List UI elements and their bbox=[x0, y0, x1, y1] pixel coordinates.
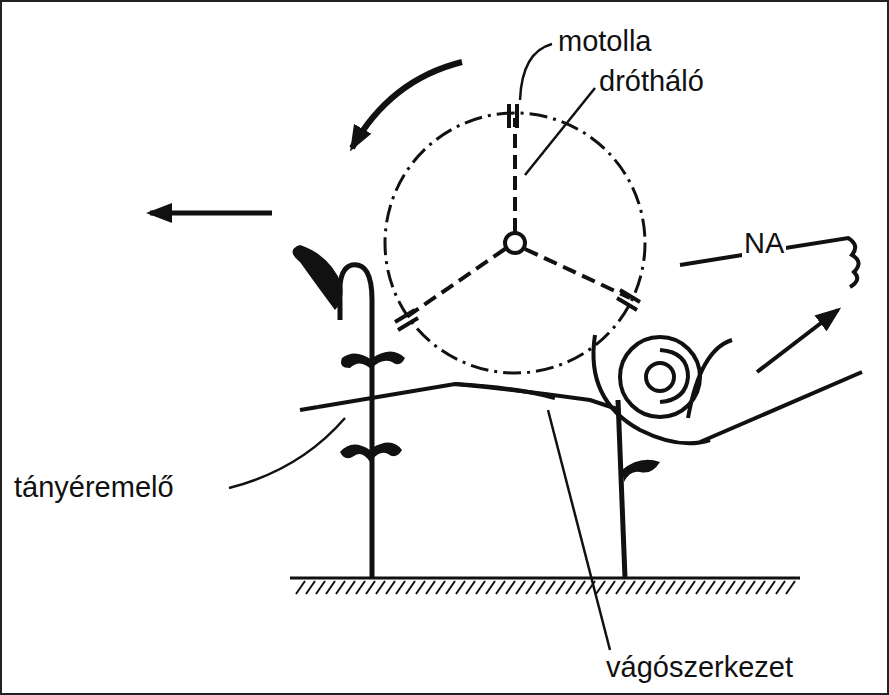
hatch-stroke bbox=[396, 581, 405, 594]
hatch-stroke bbox=[656, 581, 665, 594]
hatch-stroke bbox=[316, 581, 325, 594]
hatch-stroke bbox=[786, 581, 795, 594]
hatch-stroke bbox=[536, 581, 545, 594]
hatch-stroke bbox=[576, 581, 585, 594]
plant-front bbox=[340, 265, 372, 578]
hatch-stroke bbox=[606, 581, 615, 594]
hatch-stroke bbox=[666, 581, 675, 594]
hatch-stroke bbox=[336, 581, 345, 594]
hatch-stroke bbox=[646, 581, 655, 594]
hatch-stroke bbox=[476, 581, 485, 594]
plant-front-leaves bbox=[293, 245, 406, 462]
hatch-stroke bbox=[406, 581, 415, 594]
hatch-stroke bbox=[726, 581, 735, 594]
reel-spokes bbox=[405, 118, 630, 318]
hatch-stroke bbox=[566, 581, 575, 594]
part-label: drótháló bbox=[597, 66, 706, 98]
hatch-stroke bbox=[636, 581, 645, 594]
part-label: tányéremelő bbox=[12, 472, 176, 504]
part-label: motolla bbox=[556, 26, 654, 58]
hatch-stroke bbox=[326, 581, 335, 594]
travel-arrow bbox=[150, 211, 272, 216]
hatch-stroke bbox=[706, 581, 715, 594]
hatch-stroke bbox=[596, 581, 605, 594]
header-pan bbox=[300, 335, 710, 443]
ground-line bbox=[290, 577, 800, 580]
hatch-stroke bbox=[696, 581, 705, 594]
hatch-stroke bbox=[446, 581, 455, 594]
part-label: vágószerkezet bbox=[604, 652, 795, 684]
hatch-stroke bbox=[296, 581, 305, 594]
hatch-stroke bbox=[756, 581, 765, 594]
hatch-stroke bbox=[776, 581, 785, 594]
feed-arrow bbox=[757, 310, 838, 372]
hatch-stroke bbox=[746, 581, 755, 594]
hatch-stroke bbox=[436, 581, 445, 594]
ground-hatching bbox=[296, 581, 795, 594]
reel-hub bbox=[505, 233, 525, 253]
hatch-stroke bbox=[616, 581, 625, 594]
reel-circle bbox=[385, 113, 645, 373]
hatch-stroke bbox=[736, 581, 745, 594]
hatch-stroke bbox=[346, 581, 355, 594]
feeder-house bbox=[680, 238, 862, 442]
reel-bats bbox=[395, 104, 640, 330]
hatch-stroke bbox=[456, 581, 465, 594]
hatch-stroke bbox=[526, 581, 535, 594]
hatch-stroke bbox=[686, 581, 695, 594]
hatch-stroke bbox=[466, 581, 475, 594]
leader-lines bbox=[229, 44, 610, 650]
part-label: NA bbox=[742, 228, 786, 260]
hatch-stroke bbox=[416, 581, 425, 594]
hatch-stroke bbox=[376, 581, 385, 594]
hatch-stroke bbox=[426, 581, 435, 594]
hatch-stroke bbox=[516, 581, 525, 594]
hatch-stroke bbox=[676, 581, 685, 594]
hatch-stroke bbox=[556, 581, 565, 594]
hatch-stroke bbox=[486, 581, 495, 594]
auger bbox=[620, 337, 700, 417]
hatch-stroke bbox=[496, 581, 505, 594]
plant-cut bbox=[618, 400, 625, 578]
hatch-stroke bbox=[716, 581, 725, 594]
hatch-stroke bbox=[366, 581, 375, 594]
hatch-stroke bbox=[356, 581, 365, 594]
hatch-stroke bbox=[386, 581, 395, 594]
hatch-stroke bbox=[766, 581, 775, 594]
hatch-stroke bbox=[506, 581, 515, 594]
hatch-stroke bbox=[546, 581, 555, 594]
hatch-stroke bbox=[306, 581, 315, 594]
plant-cut-leaves bbox=[622, 460, 660, 482]
rotation-arrow bbox=[352, 62, 462, 148]
hatch-stroke bbox=[626, 581, 635, 594]
